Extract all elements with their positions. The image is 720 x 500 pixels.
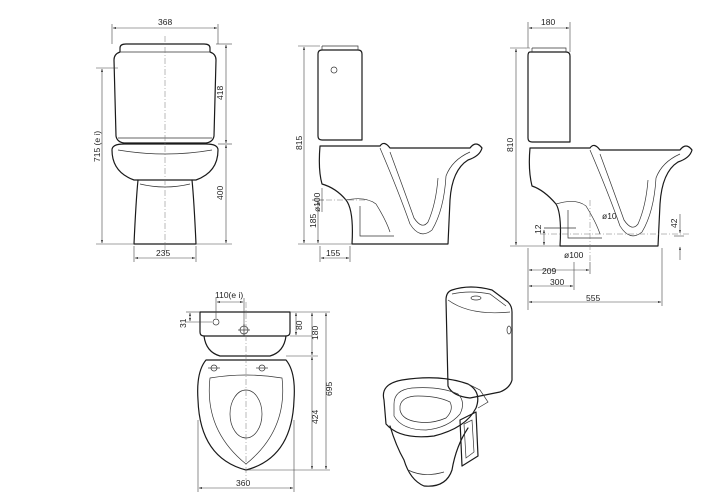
section-inlet-small-label: 12 xyxy=(533,224,543,234)
top-hole-spacing-label: 110(e i) xyxy=(215,290,243,300)
front-tank-height-label: 418 xyxy=(215,86,225,100)
section-outlet-right-label: 42 xyxy=(669,218,679,228)
side-base-width-label: 155 xyxy=(326,248,340,258)
section-dist-555-label: 555 xyxy=(586,293,600,303)
front-base-width-label: 235 xyxy=(156,248,170,258)
front-width-label: 368 xyxy=(158,17,172,27)
side-view: 815 ø100 185 155 xyxy=(294,45,483,262)
top-tank-depth-label: 80 xyxy=(294,320,304,330)
side-height-label: 815 xyxy=(294,136,304,150)
front-height-label: 715 (e i) xyxy=(92,131,102,162)
section-view: 180 810 12 ø10 42 ø100 209 300 555 xyxy=(505,17,693,310)
front-view: 368 715 (e i) 418 400 235 xyxy=(92,17,232,262)
side-outlet-diameter-label: ø100 xyxy=(312,192,322,212)
top-hole-offset-label: 31 xyxy=(178,318,188,328)
top-total-width-label: 360 xyxy=(236,478,250,488)
top-view: 110(e i) 31 80 180 695 424 360 xyxy=(178,290,334,492)
front-bowl-height-label: 400 xyxy=(215,186,225,200)
section-dist-209-label: 209 xyxy=(542,266,556,276)
top-total-depth-label: 695 xyxy=(324,382,334,396)
top-tank-plus-label: 180 xyxy=(310,326,320,340)
side-outlet-height-label: 185 xyxy=(308,214,318,228)
top-seat-depth-label: 424 xyxy=(310,410,320,424)
section-dist-300-label: 300 xyxy=(550,277,564,287)
section-inlet-diameter-label: ø10 xyxy=(602,211,617,221)
isometric-view xyxy=(382,286,513,487)
section-tank-depth-label: 180 xyxy=(541,17,555,27)
section-outlet-diameter-label: ø100 xyxy=(564,250,584,260)
section-height-label: 810 xyxy=(505,138,515,152)
